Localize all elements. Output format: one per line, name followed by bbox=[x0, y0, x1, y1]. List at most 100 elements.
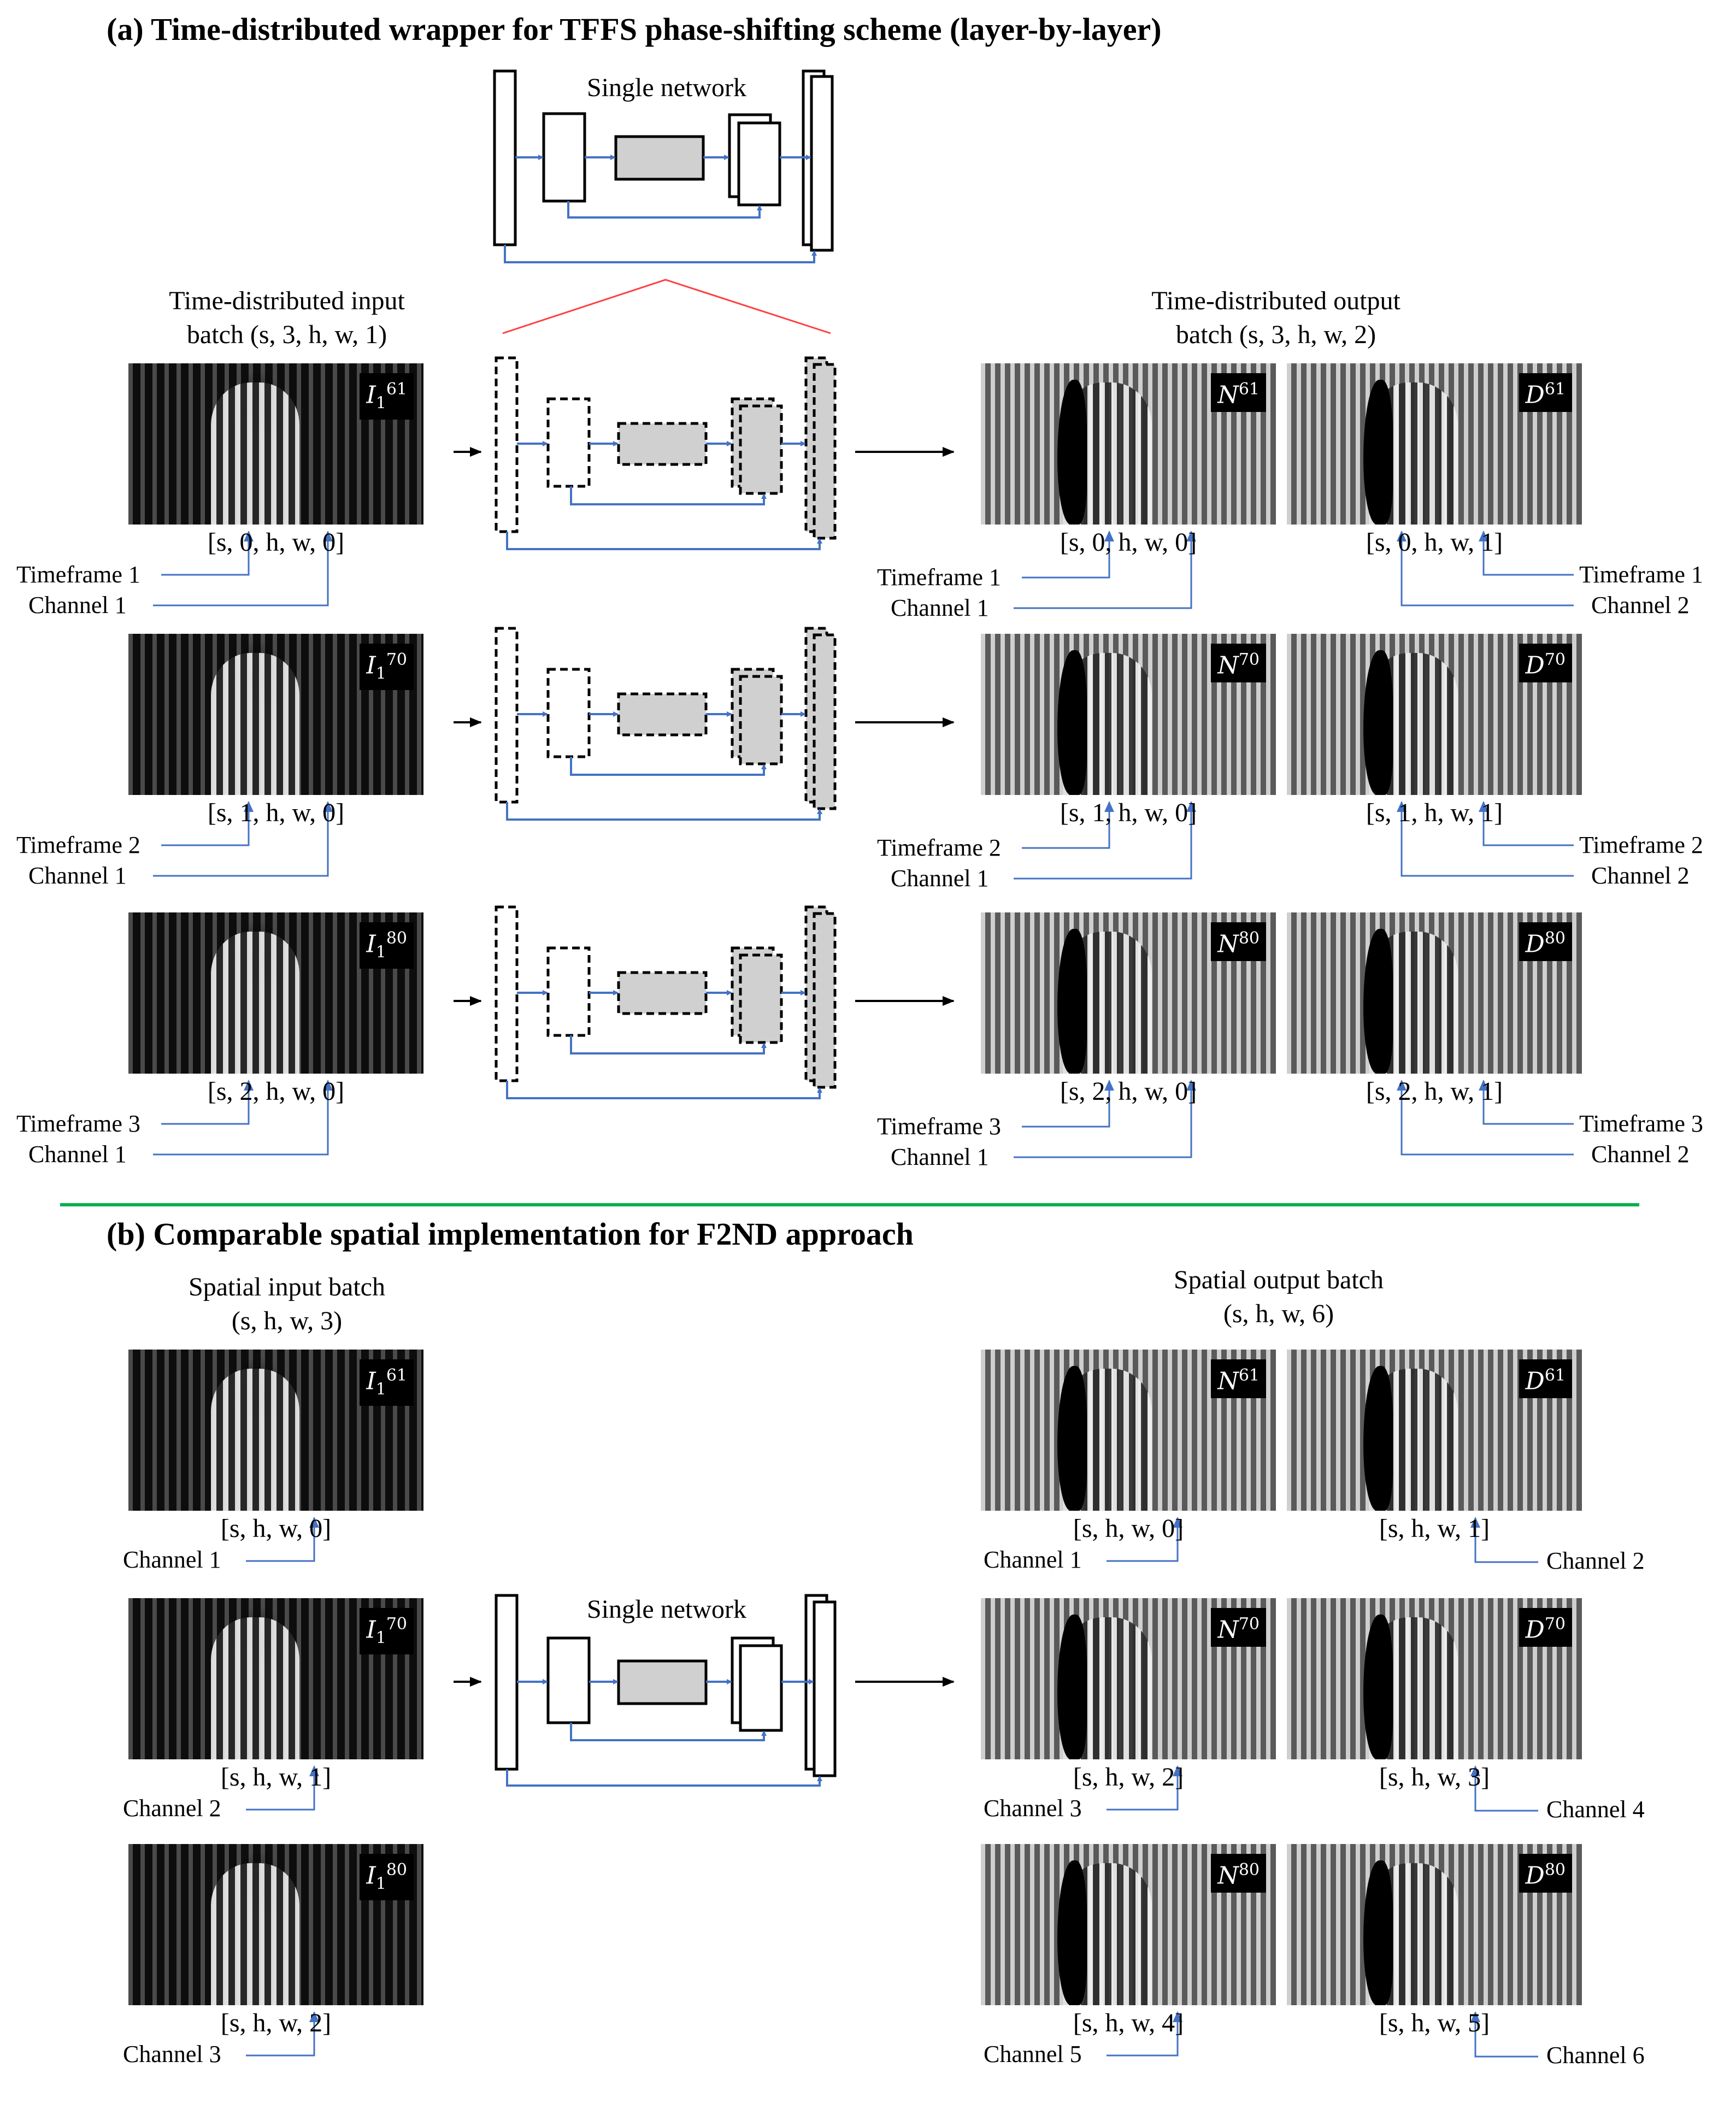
d-image-a-1-shadow bbox=[1363, 379, 1393, 525]
n-image-b-2-tag-symbol: N bbox=[1217, 1616, 1239, 1644]
input-image-b-3: I180 bbox=[128, 1844, 423, 2005]
d-timeframe-label-a-1: Timeframe 1 bbox=[1579, 561, 1703, 588]
input-image-a-3-tag-sup: 80 bbox=[386, 929, 407, 948]
input-timeframe-label-a-2: Timeframe 2 bbox=[16, 832, 140, 858]
output-caption-a: Time-distributed output batch (s, 3, h, … bbox=[1085, 284, 1467, 352]
d-index-b-1: [s, h, w, 1] bbox=[1379, 1514, 1490, 1543]
input-image-a-3-tag: I180 bbox=[360, 922, 414, 969]
d-channel-label-b-1: Channel 2 bbox=[1546, 1547, 1645, 1574]
input-image-b-1-tag-symbol: I bbox=[366, 1367, 376, 1395]
n-image-b-1-tag-symbol: N bbox=[1217, 1367, 1239, 1395]
input-index-b-2: [s, h, w, 1] bbox=[220, 1763, 332, 1792]
n-channel-label-b-3: Channel 5 bbox=[984, 2041, 1082, 2067]
single-network-b-label: Single network bbox=[587, 1595, 746, 1624]
d-image-b-1: D61 bbox=[1287, 1350, 1582, 1511]
output-caption-b-line2: (s, h, w, 6) bbox=[1223, 1299, 1334, 1328]
input-image-b-1: I161 bbox=[128, 1350, 423, 1511]
output-caption-a-line1: Time-distributed output bbox=[1151, 286, 1400, 315]
input-caption-b: Spatial input batch (s, h, w, 3) bbox=[109, 1270, 464, 1338]
index-connectors-b bbox=[246, 1517, 1538, 2058]
input-image-a-2-tag-sup: 70 bbox=[386, 650, 407, 669]
d-index-b-2: [s, h, w, 3] bbox=[1379, 1763, 1490, 1792]
n-index-b-1: [s, h, w, 0] bbox=[1073, 1514, 1184, 1543]
d-channel-label-a-3: Channel 2 bbox=[1591, 1141, 1690, 1168]
d-image-a-3-tag: D80 bbox=[1519, 922, 1572, 961]
input-image-a-1-tag-sup: 61 bbox=[386, 380, 407, 399]
input-channel-label-b-2: Channel 2 bbox=[123, 1795, 221, 1822]
d-image-a-1-tag-symbol: D bbox=[1525, 381, 1545, 409]
d-timeframe-label-a-2: Timeframe 2 bbox=[1579, 832, 1703, 858]
index-connectors-a bbox=[153, 531, 1574, 1158]
input-index-a-2: [s, 1, h, w, 0] bbox=[207, 798, 345, 827]
n-image-b-3: N80 bbox=[981, 1844, 1276, 2005]
n-image-b-3-shadow bbox=[1057, 1860, 1087, 2005]
d-channel-label-a-2: Channel 2 bbox=[1591, 862, 1690, 889]
d-image-b-1-tag-sup: 61 bbox=[1544, 1366, 1566, 1385]
input-image-a-1-object bbox=[211, 382, 300, 525]
n-timeframe-label-a-3: Timeframe 3 bbox=[877, 1113, 1001, 1140]
d-image-a-3-tag-sup: 80 bbox=[1544, 929, 1566, 948]
d-image-a-3-tag-symbol: D bbox=[1525, 930, 1545, 958]
n-channel-label-b-2: Channel 3 bbox=[984, 1795, 1082, 1822]
d-image-b-3-tag-symbol: D bbox=[1525, 1862, 1545, 1890]
n-image-b-3-tag: N80 bbox=[1211, 1854, 1266, 1893]
input-image-a-2-tag-symbol: I bbox=[366, 651, 376, 680]
input-image-a-1-tag-sub: 1 bbox=[375, 393, 386, 413]
single-network-b bbox=[454, 1594, 955, 1787]
input-timeframe-label-a-3: Timeframe 3 bbox=[16, 1110, 140, 1137]
d-image-a-2-tag: D70 bbox=[1519, 644, 1572, 682]
d-channel-label-b-3: Channel 6 bbox=[1546, 2042, 1645, 2069]
input-image-a-2-object bbox=[211, 653, 300, 795]
d-image-b-3-shadow bbox=[1363, 1860, 1393, 2005]
d-index-b-3: [s, h, w, 5] bbox=[1379, 2008, 1490, 2037]
input-image-a-2-tag-sub: 1 bbox=[375, 664, 386, 684]
n-image-a-2-tag-sup: 70 bbox=[1238, 650, 1260, 669]
input-caption-a-line2: batch (s, 3, h, w, 1) bbox=[186, 320, 387, 349]
d-image-a-3: D80 bbox=[1287, 912, 1582, 1074]
single-network-a bbox=[493, 69, 834, 263]
input-channel-label-a-3: Channel 1 bbox=[28, 1141, 127, 1168]
d-image-b-2-tag: D70 bbox=[1519, 1608, 1572, 1647]
input-image-b-3-tag-sub: 1 bbox=[375, 1874, 386, 1894]
d-image-b-1-tag: D61 bbox=[1519, 1359, 1572, 1398]
n-image-a-1-tag-symbol: N bbox=[1217, 381, 1239, 409]
input-image-a-2: I170 bbox=[128, 634, 423, 795]
n-index-a-3: [s, 2, h, w, 0] bbox=[1060, 1077, 1197, 1106]
output-caption-b: Spatial output batch (s, h, w, 6) bbox=[1093, 1263, 1464, 1331]
input-image-a-3-tag-symbol: I bbox=[366, 930, 376, 958]
n-image-b-2: N70 bbox=[981, 1598, 1276, 1759]
n-image-a-1-shadow bbox=[1057, 379, 1087, 525]
input-index-a-1: [s, 0, h, w, 0] bbox=[207, 528, 345, 557]
input-image-b-3-tag: I180 bbox=[360, 1854, 414, 1901]
d-image-a-2-tag-sup: 70 bbox=[1544, 650, 1566, 669]
input-timeframe-label-a-1: Timeframe 1 bbox=[16, 561, 140, 588]
input-image-a-1-tag: I161 bbox=[360, 373, 414, 420]
d-index-a-3: [s, 2, h, w, 1] bbox=[1366, 1077, 1503, 1106]
input-caption-a-line1: Time-distributed input bbox=[169, 286, 405, 315]
input-image-a-1: I161 bbox=[128, 363, 423, 525]
input-channel-label-a-1: Channel 1 bbox=[28, 592, 127, 618]
input-image-b-2: I170 bbox=[128, 1598, 423, 1759]
input-image-a-3-object bbox=[211, 932, 300, 1074]
input-image-a-2-tag: I170 bbox=[360, 644, 414, 691]
single-network-a-label: Single network bbox=[587, 73, 746, 102]
n-image-a-2: N70 bbox=[981, 634, 1276, 795]
n-image-b-2-tag: N70 bbox=[1211, 1608, 1266, 1647]
input-image-b-1-tag: I161 bbox=[360, 1359, 414, 1406]
section-a-title: (a) Time-distributed wrapper for TFFS ph… bbox=[107, 11, 1162, 47]
input-image-a-1-tag-symbol: I bbox=[366, 381, 376, 409]
n-index-b-3: [s, h, w, 4] bbox=[1073, 2008, 1184, 2037]
n-image-a-3-tag: N80 bbox=[1211, 922, 1266, 961]
n-channel-label-b-1: Channel 1 bbox=[984, 1546, 1082, 1573]
d-image-a-2: D70 bbox=[1287, 634, 1582, 795]
n-image-a-2-tag: N70 bbox=[1211, 644, 1266, 682]
input-image-b-2-tag-sub: 1 bbox=[375, 1628, 386, 1648]
d-image-a-1-tag-sup: 61 bbox=[1544, 380, 1566, 399]
input-image-b-2-tag-symbol: I bbox=[366, 1616, 376, 1644]
n-image-a-2-shadow bbox=[1057, 650, 1087, 795]
n-index-a-1: [s, 0, h, w, 0] bbox=[1060, 528, 1197, 557]
d-image-a-2-tag-symbol: D bbox=[1525, 651, 1545, 680]
d-image-a-1-tag: D61 bbox=[1519, 373, 1572, 412]
n-image-a-2-tag-symbol: N bbox=[1217, 651, 1239, 680]
n-index-b-2: [s, h, w, 2] bbox=[1073, 1763, 1184, 1792]
